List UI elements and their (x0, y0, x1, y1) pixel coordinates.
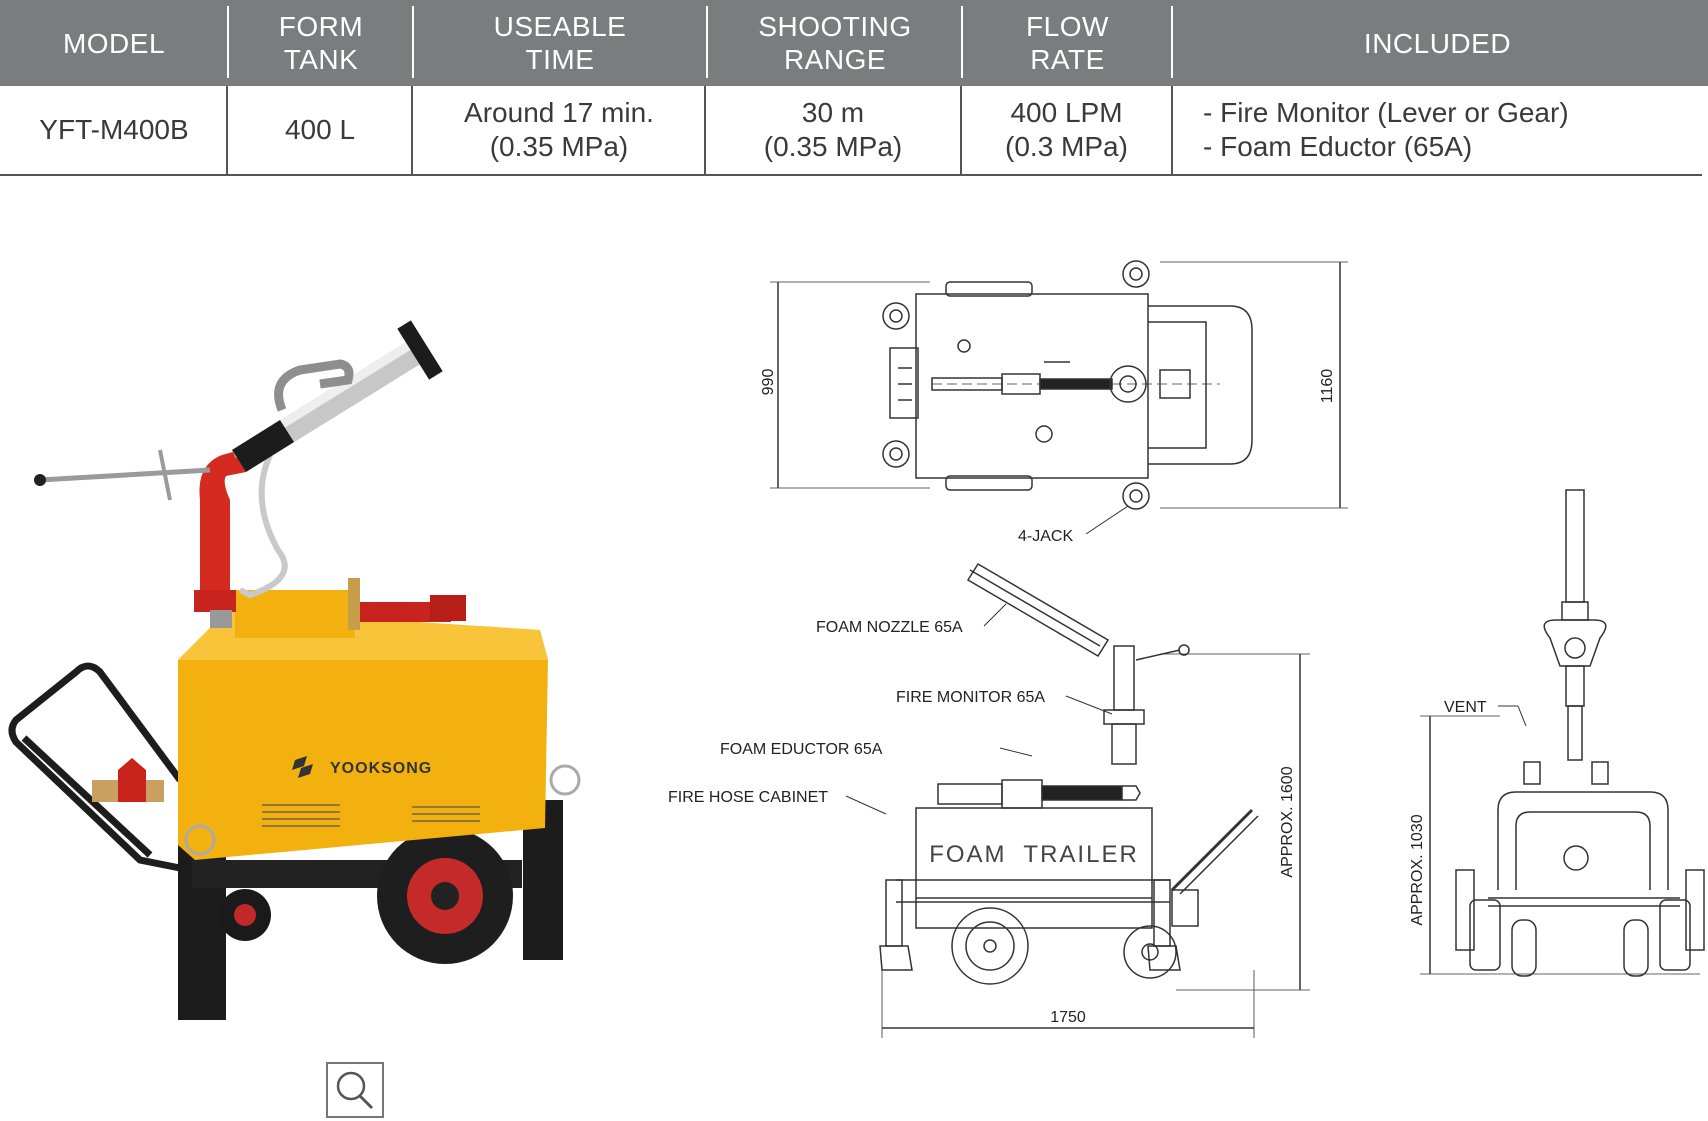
dim-length-label: 1160 (1319, 369, 1336, 404)
tank-lettering: FOAM TRAILER (929, 841, 1139, 868)
cell-flow-rate: 400 LPM (0.3 MPa) (1005, 97, 1128, 162)
header-divider (227, 6, 229, 78)
table-bottom-rule (0, 174, 1702, 176)
header-model: MODEL (62, 27, 166, 59)
magnifier-icon (336, 1071, 374, 1110)
brand-logo-text: YOOKSONG (330, 760, 432, 777)
cell-form-tank: 400 L (284, 114, 356, 145)
header-flow-rate: FLOW RATE (1026, 11, 1109, 75)
row-divider (226, 86, 228, 174)
header-included: INCLUDED (1363, 27, 1512, 59)
header-divider (1171, 6, 1173, 78)
row-divider (960, 86, 962, 174)
header-useable-time: USEABLE TIME (493, 11, 627, 75)
drawing-front-view: VENT APPROX. 1030 (1409, 489, 1705, 977)
drawing-top-view: 990 1160 4-JACK (760, 260, 1348, 545)
dim-length-side-label: 1750 (1050, 1009, 1086, 1026)
zoom-button[interactable] (326, 1062, 384, 1118)
dim-height-label: APPROX. 1600 (1279, 766, 1296, 877)
cell-included: - Fire Monitor (Lever or Gear) - Foam Ed… (1203, 97, 1569, 162)
cell-model: YFT-M400B (39, 114, 189, 145)
header-shooting-range: SHOOTING RANGE (758, 11, 912, 75)
product-photo: YOOKSONG (8, 320, 581, 1020)
label-vent: VENT (1444, 699, 1487, 716)
cell-shooting-range: 30 m (0.35 MPa) (763, 97, 903, 162)
spec-table: MODEL FORM TANK USEABLE TIME SHOOTING RA… (0, 0, 1708, 176)
header-divider (961, 6, 963, 78)
table-header (0, 0, 1708, 86)
label-foam-nozzle: FOAM NOZZLE 65A (816, 619, 963, 636)
label-fire-monitor: FIRE MONITOR 65A (896, 689, 1045, 706)
jack-label: 4-JACK (1018, 528, 1073, 545)
header-form-tank: FORM TANK (278, 11, 364, 75)
dim-width-label: 990 (760, 369, 777, 396)
label-fire-hose-cabinet: FIRE HOSE CABINET (668, 789, 828, 806)
label-foam-eductor: FOAM EDUCTOR 65A (720, 741, 883, 758)
drawing-side-view: FOAM TRAILER FOAM NOZZLE 65A FIRE MONITO… (668, 562, 1310, 1038)
header-divider (706, 6, 708, 78)
row-divider (411, 86, 413, 174)
row-divider (704, 86, 706, 174)
header-divider (412, 6, 414, 78)
row-divider (1171, 86, 1173, 174)
cell-useable-time: Around 17 min. (0.35 MPa) (464, 97, 654, 162)
dim-height-front-label: APPROX. 1030 (1409, 814, 1426, 925)
